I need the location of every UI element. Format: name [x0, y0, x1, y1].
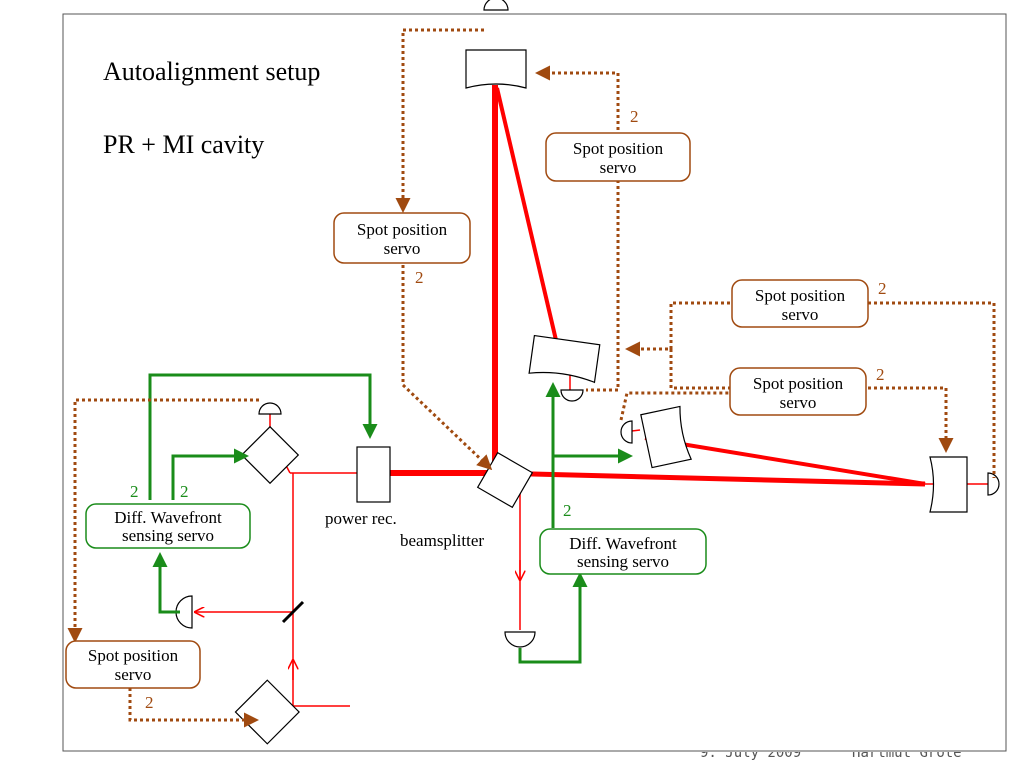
page-subtitle: PR + MI cavity — [103, 130, 264, 159]
pickoff-splitter — [281, 600, 305, 624]
svg-text:2: 2 — [180, 482, 189, 501]
tilted-east-mirror — [640, 405, 693, 469]
left-steering-mirror — [240, 425, 300, 485]
beam-north-to-tilted-mirror — [495, 87, 565, 371]
beam-east-mirror-to-tilted — [644, 436, 926, 486]
svg-text:servo: servo — [115, 665, 152, 684]
dwfs-paths — [148, 373, 633, 664]
footer-date: 9. July 2009 — [700, 752, 802, 761]
beamsplitter-optic — [476, 451, 534, 509]
svg-text:Spot position: Spot position — [753, 374, 844, 393]
svg-text:Spot position: Spot position — [755, 286, 846, 305]
east-photodiode — [987, 472, 1000, 496]
input-steering-mirror — [234, 679, 300, 745]
east-end-mirror — [929, 456, 968, 513]
power-rec-label: power rec. — [325, 509, 397, 528]
spot-servo-east-bottom: Spot position servo — [729, 367, 867, 416]
svg-text:2: 2 — [415, 268, 424, 287]
beamsplitter-label: beamsplitter — [400, 531, 484, 550]
svg-text:servo: servo — [782, 305, 819, 324]
spot-servo-upper-right: Spot position servo — [545, 132, 691, 182]
svg-text:2: 2 — [563, 501, 572, 520]
spot-servo-lower-left: Spot position servo — [65, 640, 201, 689]
svg-text:2: 2 — [130, 482, 139, 501]
svg-text:Diff. Wavefront: Diff. Wavefront — [114, 508, 222, 527]
svg-text:sensing servo: sensing servo — [122, 526, 214, 545]
tilted-east-photodiode — [620, 420, 633, 444]
svg-text:Spot position: Spot position — [357, 220, 448, 239]
svg-text:2: 2 — [145, 693, 154, 712]
dwfs-servo-right: Diff. Wavefront sensing servo — [539, 528, 707, 575]
svg-text:Spot position: Spot position — [88, 646, 179, 665]
left-photodiode — [175, 595, 193, 629]
svg-text:Spot position: Spot position — [573, 139, 664, 158]
tilted-mirror-photodiode — [560, 389, 584, 402]
spot-servo-east-top: Spot position servo — [731, 279, 869, 328]
svg-text:servo: servo — [384, 239, 421, 258]
channel-count-labels: 2 2 2 2 2 2 2 2 — [130, 107, 887, 712]
bottom-photodiode — [504, 631, 536, 648]
svg-text:2: 2 — [630, 107, 639, 126]
spot-paths — [67, 28, 996, 728]
laser-beams — [195, 85, 992, 707]
svg-text:sensing servo: sensing servo — [577, 552, 669, 571]
dwfs-servo-left: Diff. Wavefront sensing servo — [85, 503, 251, 549]
page-title: Autoalignment setup — [103, 57, 320, 86]
beam-bs-to-east-mirror — [494, 470, 926, 487]
left-top-photodiode — [258, 402, 282, 415]
slide-footer: 9. July 2009 Hartmut Grote — [700, 752, 1020, 766]
footer-author: Hartmut Grote — [852, 752, 962, 761]
power-recycling-mirror — [356, 446, 391, 503]
optics — [175, 0, 1000, 745]
svg-text:servo: servo — [780, 393, 817, 412]
svg-text:servo: servo — [600, 158, 637, 177]
svg-text:2: 2 — [878, 279, 887, 298]
slide-frame — [62, 13, 1007, 752]
north-mirror — [465, 49, 527, 89]
north-photodiode — [483, 0, 509, 11]
spot-servo-upper-left: Spot position servo — [333, 212, 471, 264]
svg-text:Diff. Wavefront: Diff. Wavefront — [569, 534, 677, 553]
svg-text:2: 2 — [876, 365, 885, 384]
tilted-mirror — [528, 334, 601, 384]
